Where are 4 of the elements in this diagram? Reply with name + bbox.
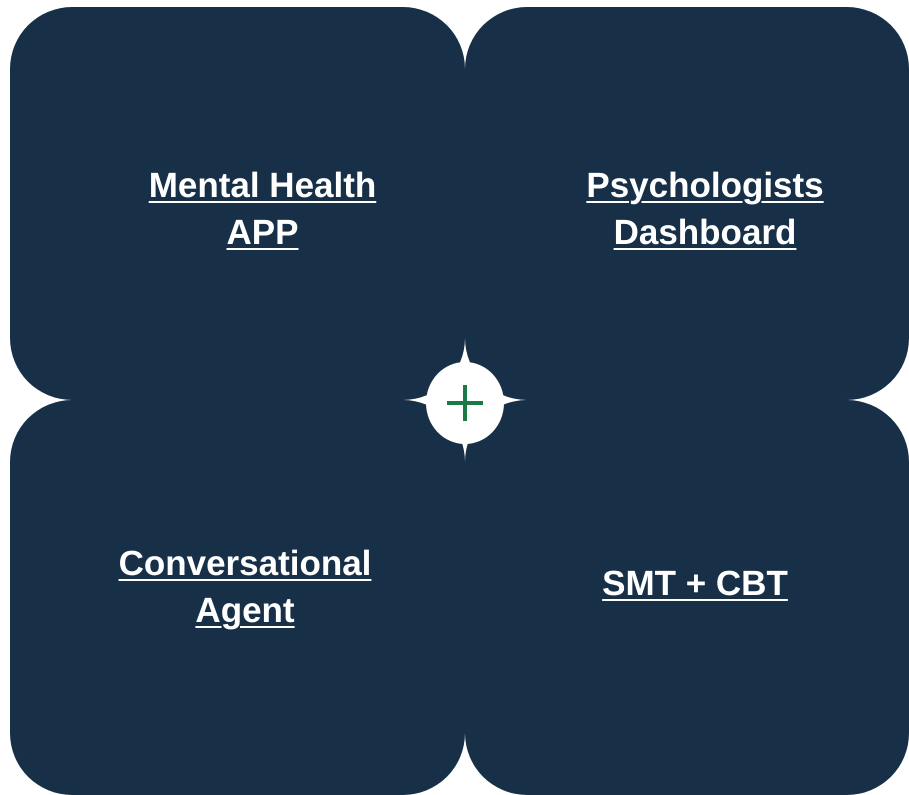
panel-title: Conversational Agent (118, 543, 372, 632)
panel-title: SMT + CBT (601, 563, 789, 605)
panel-title: Psychologists Dashboard (585, 165, 825, 254)
panel-title: Mental Health APP (148, 165, 378, 254)
